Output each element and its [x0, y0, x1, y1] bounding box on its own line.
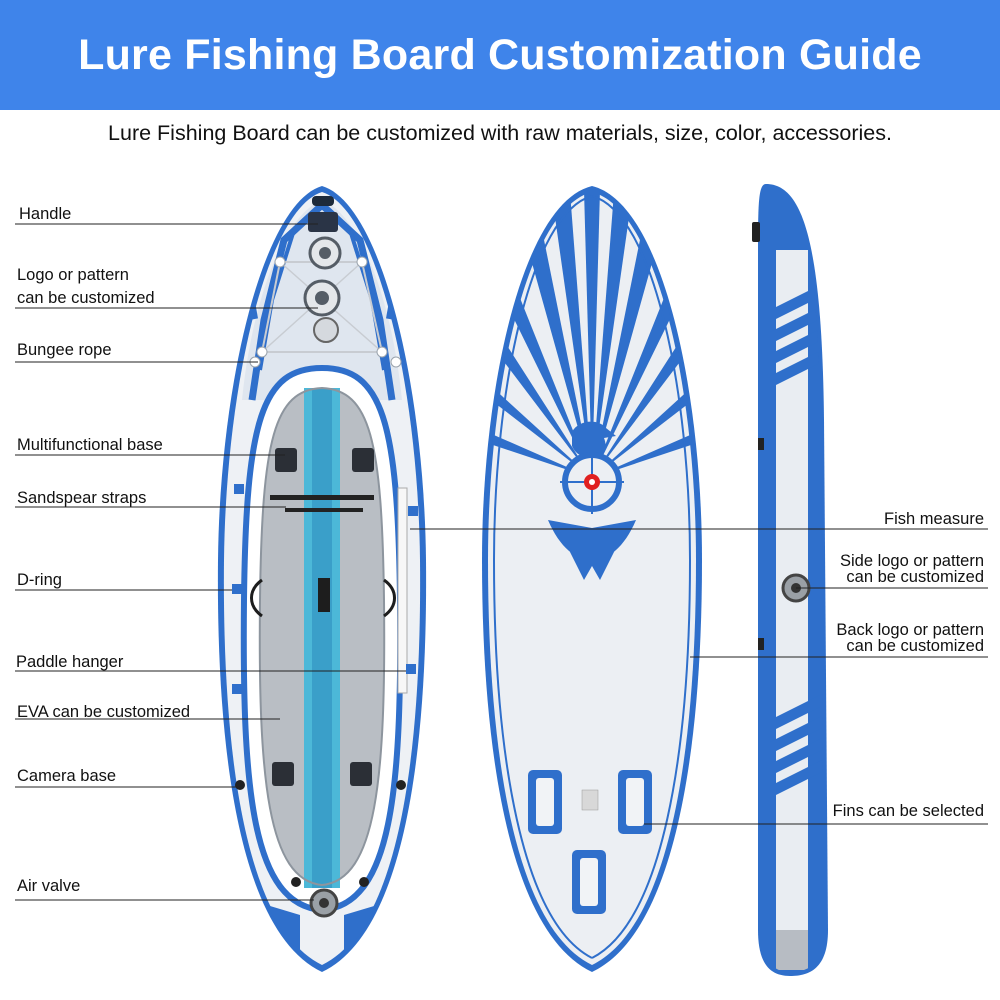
label-bungee-rope: Bungee rope	[17, 341, 112, 359]
label-back-logo-line2: can be customized	[846, 637, 984, 655]
base-mount-icon	[275, 448, 297, 472]
label-air-valve: Air valve	[17, 877, 81, 895]
page-title: Lure Fishing Board Customization Guide	[78, 30, 922, 79]
label-paddle-hanger: Paddle hanger	[16, 653, 124, 671]
page-subtitle: Lure Fishing Board can be customized wit…	[108, 121, 892, 145]
label-fish-measure: Fish measure	[884, 510, 984, 528]
label-side-logo-line2: can be customized	[846, 568, 984, 586]
sunburst-pattern	[486, 190, 698, 478]
front-board	[217, 186, 427, 972]
label-handle: Handle	[19, 205, 72, 223]
back-board	[482, 186, 702, 972]
callout-lines	[15, 223, 988, 901]
label-eva: EVA can be customized	[17, 703, 191, 721]
label-logo-line2: can be customized	[17, 289, 155, 307]
label-fins: Fins can be selected	[832, 802, 984, 820]
label-back-logo-line1: Back logo or pattern	[836, 621, 984, 639]
side-board	[752, 184, 828, 976]
header-banner: Lure Fishing Board Customization Guide	[0, 0, 1000, 110]
eagle-emblem	[548, 421, 636, 580]
d-ring-icon	[250, 578, 263, 618]
label-multifunctional-base: Multifunctional base	[17, 436, 163, 454]
label-logo-line1: Logo or pattern	[17, 266, 129, 284]
label-sandspear-straps: Sandspear straps	[17, 489, 147, 507]
label-side-logo-line1: Side logo or pattern	[839, 552, 984, 570]
label-d-ring: D-ring	[17, 571, 62, 589]
handle-icon	[312, 196, 334, 206]
label-camera-base: Camera base	[17, 767, 117, 785]
